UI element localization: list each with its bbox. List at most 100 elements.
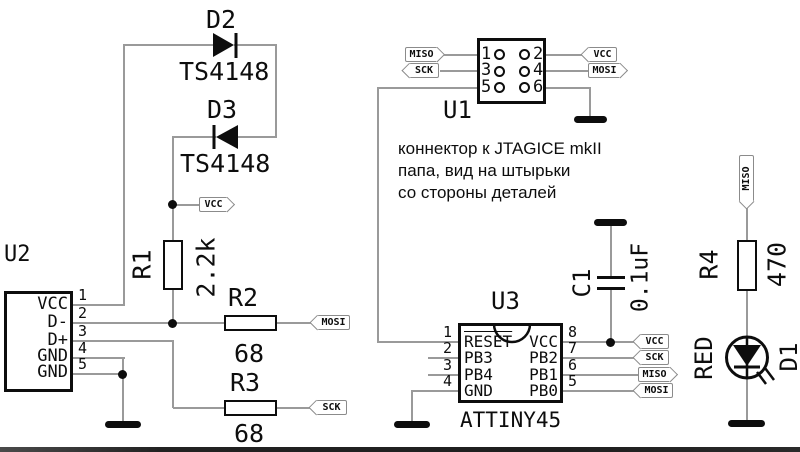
u2-pin-number: 1 [78,286,88,304]
u1-pin-pad [494,82,505,93]
u3-pin-name: PB0 [529,381,558,400]
wire-segment [563,341,640,343]
r4-value: 470 [762,241,792,288]
wire-segment [173,407,224,409]
wire-segment [124,44,214,46]
u1-pin-number: 4 [533,60,544,80]
wire-segment [73,373,124,375]
u2-pin-name: VCC [37,294,68,314]
net-flag-miso: MISO [638,367,671,382]
junction-dot [118,370,127,379]
u3-pin-number: 6 [568,356,578,374]
u2-pin-number: 3 [78,322,88,340]
u2-pin-name: D+ [47,330,68,350]
wire-segment [73,340,174,342]
wire-segment [173,136,216,138]
diode-d3-symbol [212,125,238,149]
u3-pin-name: VCC [529,332,558,351]
wire-segment [546,87,591,89]
wire-segment [238,136,277,138]
capacitor-c1-plate [597,276,625,279]
u3-pin-number: 1 [442,323,452,341]
wire-segment [172,289,174,324]
net-flag-sck: SCK [316,400,347,415]
wire-segment [412,390,459,392]
u1-refdes: U1 [443,96,472,124]
wire-segment [411,390,413,421]
wire-segment [73,304,125,306]
u1-connector-body [477,38,546,104]
wire-segment [173,204,200,206]
u3-value: ATTINY45 [460,408,562,432]
wire-segment [563,390,640,392]
diode-d2-symbol [213,33,238,58]
resistor-r4-body [737,240,757,291]
junction-dot [168,319,177,328]
net-flag-mosi: MOSI [588,63,621,78]
c1-value: 0.1uF [627,242,654,313]
wire-segment [277,322,312,324]
net-flag-vcc: VCC [199,197,228,212]
r2-value: 68 [234,339,265,368]
ground-symbol [574,116,607,123]
wire-segment [378,341,459,343]
u1-pin-pad [519,66,530,77]
net-flag-sck: SCK [640,350,669,365]
net-flag-label: VCC [593,49,612,60]
u1-pin-pad [494,66,505,77]
net-flag-miso: MISO [405,47,438,62]
u2-pin-name: GND [37,362,68,382]
u2-refdes: U2 [4,242,31,267]
net-flag-label: MISO [741,166,752,191]
net-flag-vcc: VCC [640,334,669,349]
net-flag-label: SCK [414,65,434,76]
u1-pin-number: 2 [533,44,544,64]
d2-value: TS4148 [179,57,270,86]
wire-segment [73,357,125,359]
wire-segment [275,44,277,138]
r3-value: 68 [234,419,265,448]
c1-refdes: C1 [568,268,596,298]
net-flag-sck: SCK [409,63,439,78]
wire-segment [123,44,125,306]
net-flag-label: MOSI [592,65,617,76]
u3-pin-number: 5 [568,372,578,390]
wire-segment [546,70,588,72]
u1-pin-number: 1 [481,44,492,64]
r1-refdes: R1 [127,249,157,280]
d3-refdes: D3 [207,95,238,124]
u3-pin-name: PB1 [529,365,558,384]
wire-segment [746,291,748,338]
u3-pin-name: PB4 [464,365,493,384]
d3-value: TS4148 [180,149,271,178]
net-flag-mosi: MOSI [640,383,673,398]
wire-segment [589,87,591,117]
resistor-r3-body [224,400,277,416]
wire-segment [122,373,124,422]
u3-pin-name: PB2 [529,348,558,367]
wire-segment [377,87,379,343]
wire-segment [172,136,174,241]
u3-pin-number: 3 [442,356,452,374]
u2-pin-number: 2 [78,304,88,322]
u3-pin-number: 2 [442,339,452,357]
u1-pin-number: 6 [533,77,544,97]
net-flag-label: MISO [642,369,667,380]
r2-refdes: R2 [228,283,259,312]
u1-pin-pad [494,49,505,60]
annotation-line: со стороны деталей [398,183,557,202]
u1-pin-number: 5 [481,77,492,97]
u2-connector-body [4,291,73,392]
u2-pin-name: D- [47,312,68,332]
r4-refdes: R4 [694,249,724,280]
wire-segment [563,374,638,376]
ground-symbol [105,421,141,428]
net-flag-label: SCK [322,402,341,413]
annotation-line: коннектор к JTAGICE mkII [398,139,602,158]
ground-symbol [728,420,765,427]
resistor-r1-body [163,240,183,290]
wire-segment [428,374,459,376]
junction-dot [606,338,615,347]
capacitor-c1-plate [597,287,625,290]
